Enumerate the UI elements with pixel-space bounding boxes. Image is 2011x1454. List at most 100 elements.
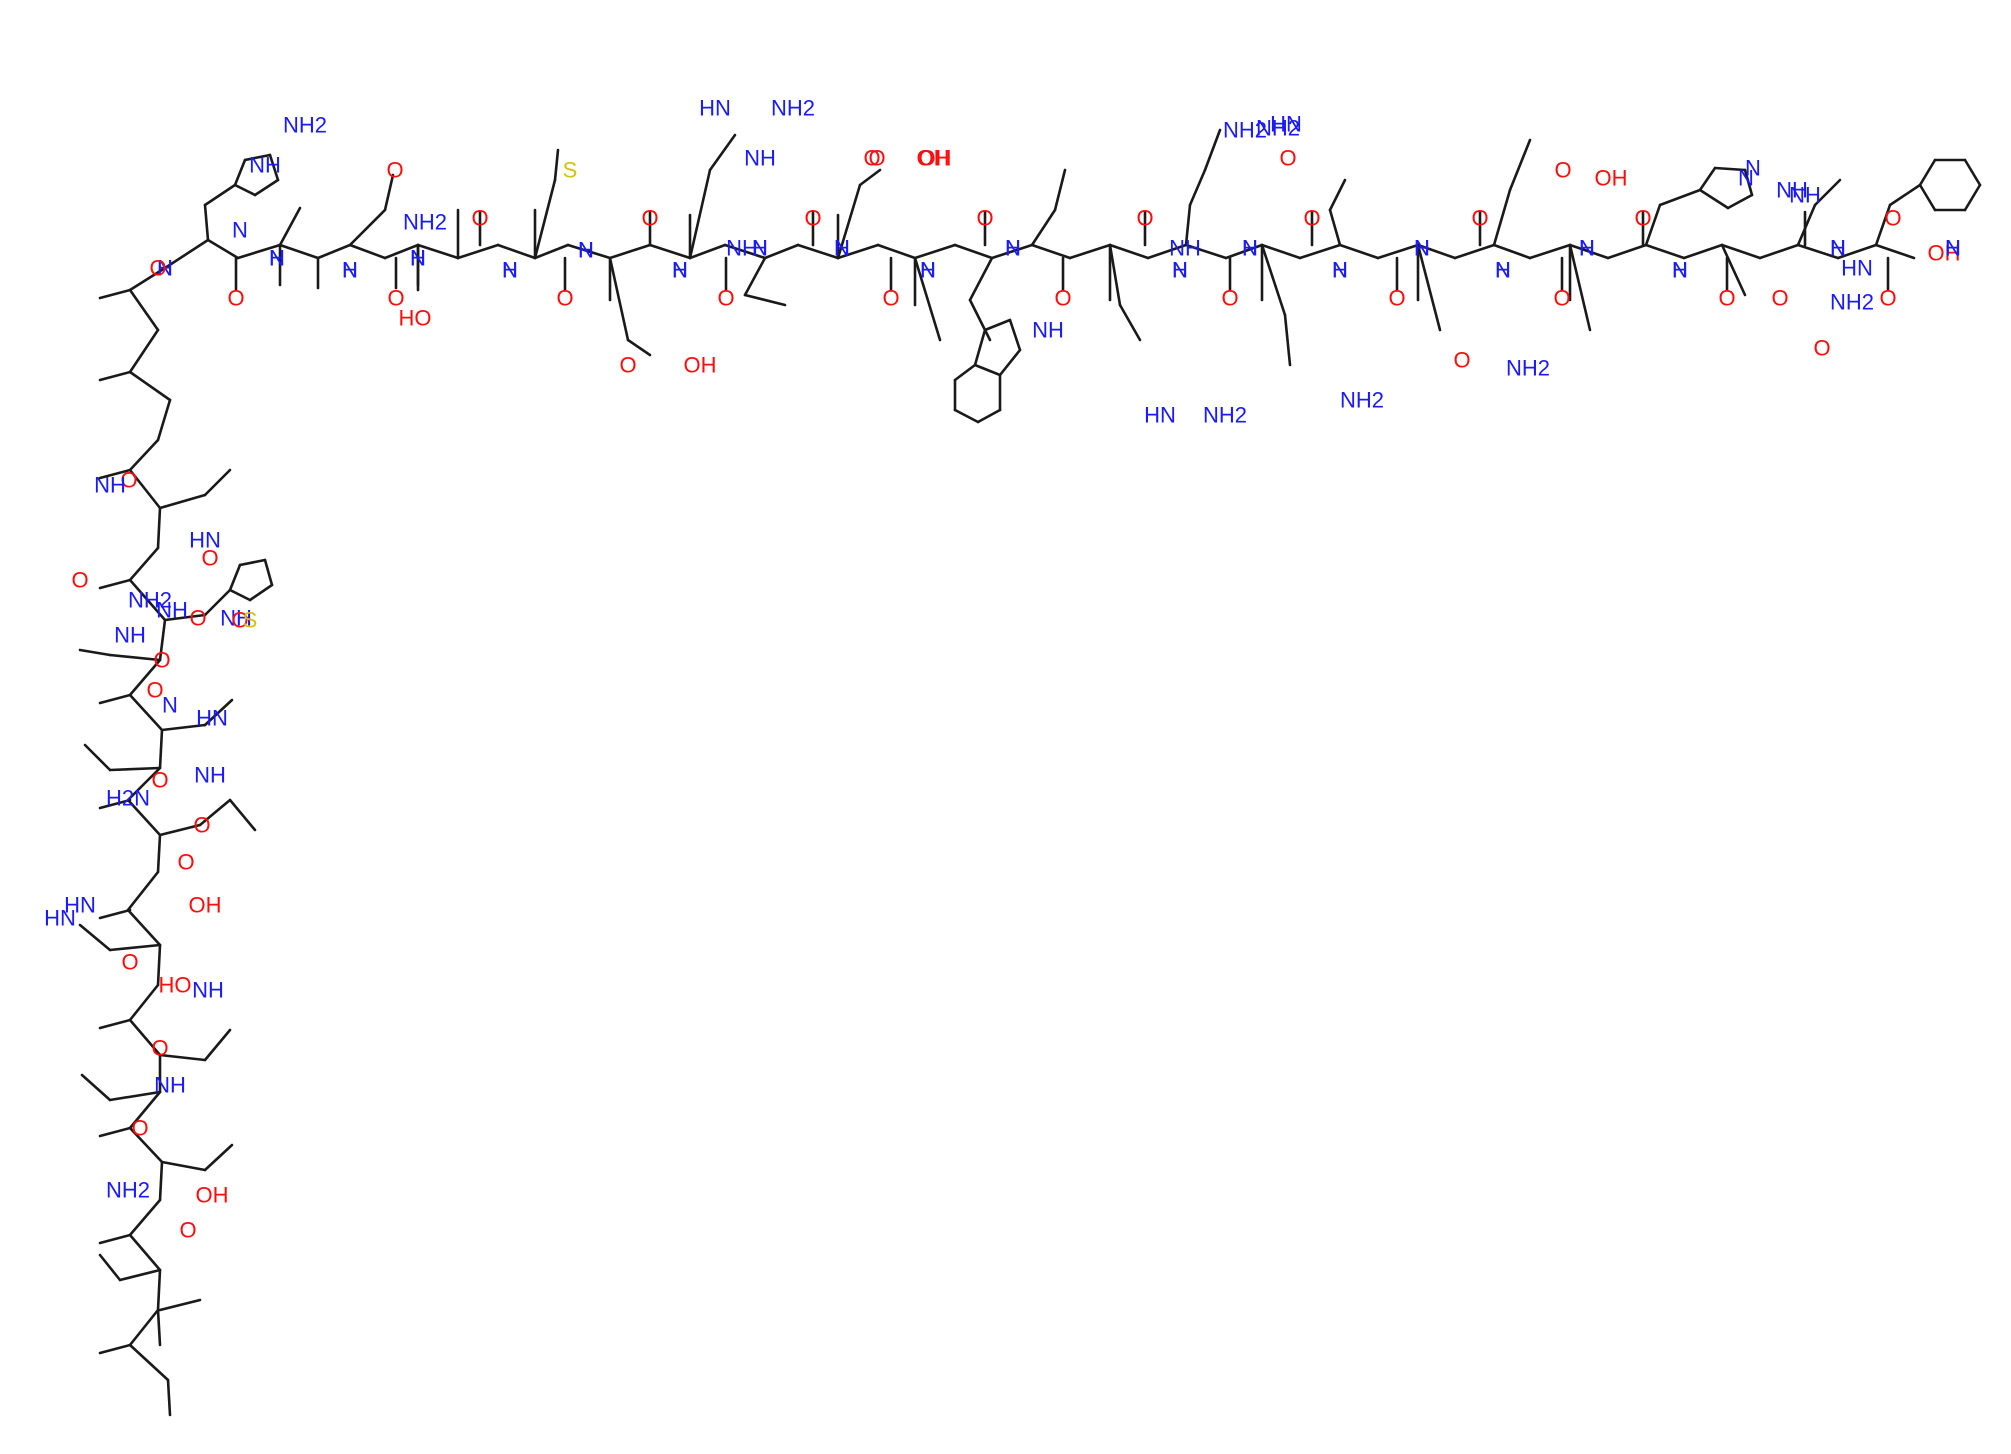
atom-label: H: [1242, 236, 1258, 261]
atom-label: NH2: [1506, 356, 1550, 381]
bond-line: [1416, 243, 1457, 260]
bond-line: [156, 833, 162, 874]
bond-line: [243, 153, 272, 162]
bond-line: [128, 1018, 162, 1057]
bond-line: [203, 183, 237, 207]
bond-line: [1068, 243, 1112, 260]
atom-label: H: [578, 238, 594, 263]
atom-label: O: [619, 353, 636, 378]
atom-label: OH: [1928, 241, 1961, 266]
bond-line: [203, 698, 234, 727]
bond-line: [98, 908, 132, 920]
bond-line: [648, 243, 692, 260]
atom-label: N: [1005, 236, 1021, 261]
bond-line: [608, 243, 652, 260]
atom-label: H: [1332, 258, 1348, 283]
bond-line: [1836, 243, 1878, 260]
atom-label: H: [834, 236, 850, 261]
bond-line: [128, 983, 160, 1022]
atom-label: O: [153, 648, 170, 673]
atom-label: O: [149, 256, 166, 281]
bond-line: [206, 238, 240, 260]
bond-line: [233, 158, 247, 187]
atom-label: N: [1332, 258, 1348, 283]
atom-label: N: [1945, 236, 1961, 261]
bond-line: [1658, 188, 1702, 207]
atom-label: NH: [1776, 178, 1808, 203]
atom-label: NH: [726, 236, 758, 261]
bond-line: [913, 256, 942, 342]
bond-line: [128, 468, 162, 510]
atom-label: H: [342, 258, 358, 283]
atom-label: OH: [919, 146, 952, 171]
bond-line: [973, 363, 1002, 377]
atom-label: O: [120, 468, 137, 493]
bond-line: [228, 798, 257, 832]
atom-label: H: [1830, 236, 1846, 261]
atom-label: NH: [249, 153, 281, 178]
atom-label: NH: [156, 598, 188, 623]
atom-label: O: [1884, 206, 1901, 231]
atom-label: O: [641, 206, 658, 231]
bond-line: [248, 583, 274, 602]
atom-label: O: [201, 546, 218, 571]
bond-line: [160, 1160, 207, 1172]
bond-line: [796, 243, 840, 260]
bond-line: [108, 1090, 162, 1102]
bond-line: [203, 1028, 232, 1062]
atom-label: OH: [189, 893, 222, 918]
atom-label: N: [834, 236, 850, 261]
bond-line: [98, 693, 132, 705]
bond-line: [626, 338, 652, 357]
bond-line: [128, 288, 160, 332]
bond-line: [128, 546, 160, 582]
atom-label: H: [502, 258, 518, 283]
atom-label: NH2: [106, 1178, 150, 1203]
bond-line: [98, 1343, 132, 1355]
bond-line: [126, 798, 162, 837]
bond-line: [983, 318, 1012, 332]
atom-label: NH: [154, 1073, 186, 1098]
atom-label: O: [387, 286, 404, 311]
bond-line: [228, 563, 242, 592]
bond-line: [316, 243, 352, 260]
bond-line: [158, 728, 164, 770]
atom-label: OH: [196, 1183, 229, 1208]
atom-label: O: [976, 206, 993, 231]
bond-line: [118, 1268, 162, 1282]
atom-label: N: [1738, 166, 1754, 191]
atom-label: HN: [196, 706, 228, 731]
atom-label: S: [243, 608, 258, 633]
bond-line: [383, 173, 395, 212]
atom-label: NH: [192, 978, 224, 1003]
atom-label: H: [1945, 236, 1961, 261]
atom-label: O: [1136, 206, 1153, 231]
atom-label: O: [1553, 286, 1570, 311]
bond-line: [913, 243, 957, 260]
atom-label: O: [556, 286, 573, 311]
atom-label: H: [672, 258, 688, 283]
atom-label: NH2: [403, 210, 447, 235]
bond-line: [108, 766, 162, 772]
atom-label: N: [578, 238, 594, 263]
atom-label: O: [1279, 146, 1296, 171]
bond-line: [156, 1268, 162, 1312]
bond-line: [1053, 168, 1067, 212]
bond-line: [108, 653, 162, 662]
bond-line: [128, 1126, 164, 1164]
atom-label: O: [882, 286, 899, 311]
atom-label: N: [269, 246, 285, 271]
atom-label: HN: [44, 906, 76, 931]
bond-line: [158, 618, 167, 662]
bond-line: [1492, 188, 1512, 247]
atom-label: O: [179, 1218, 196, 1243]
atom-label: NH: [744, 146, 776, 171]
bond-line: [1743, 168, 1754, 197]
atom-label: N: [232, 218, 248, 243]
atom-label: O: [227, 286, 244, 311]
atom-label: NH: [94, 473, 126, 498]
atom-label: H: [157, 256, 173, 281]
bond-line: [1682, 243, 1724, 260]
bond-line: [1338, 243, 1380, 260]
bond-line: [496, 243, 537, 260]
